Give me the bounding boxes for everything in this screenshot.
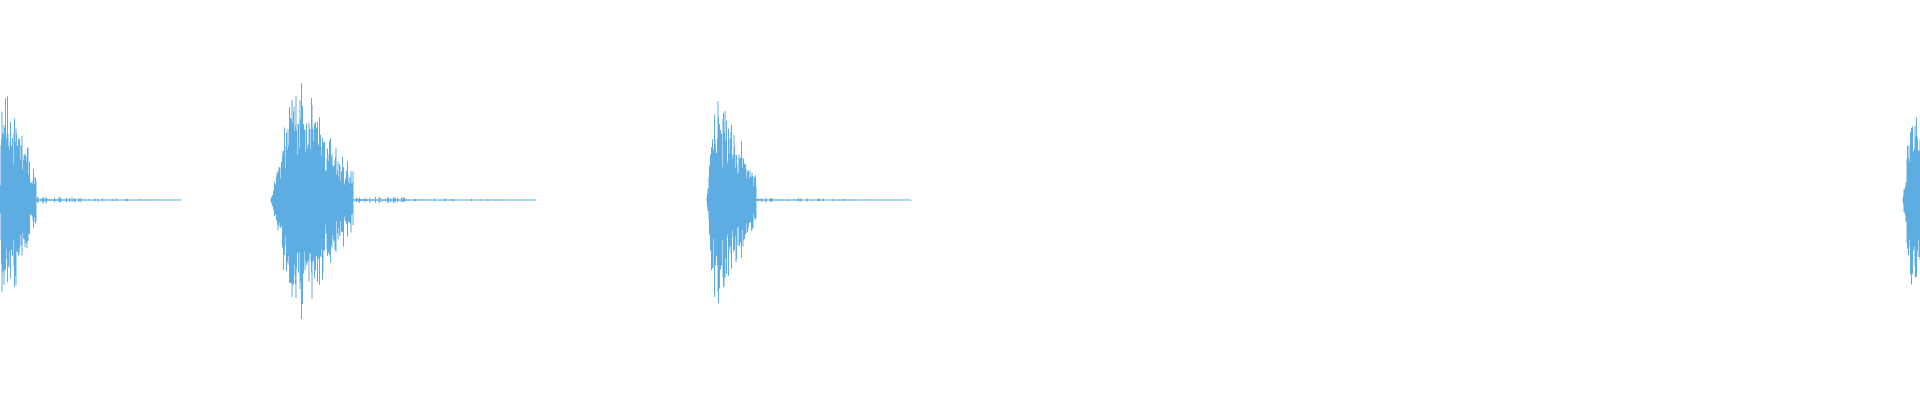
waveform-burst-3: [706, 101, 912, 304]
waveform-burst-2: [270, 83, 536, 319]
waveform-samples: [0, 83, 1920, 319]
waveform-burst-4: [1902, 117, 1920, 285]
waveform-burst-1: [0, 96, 182, 292]
